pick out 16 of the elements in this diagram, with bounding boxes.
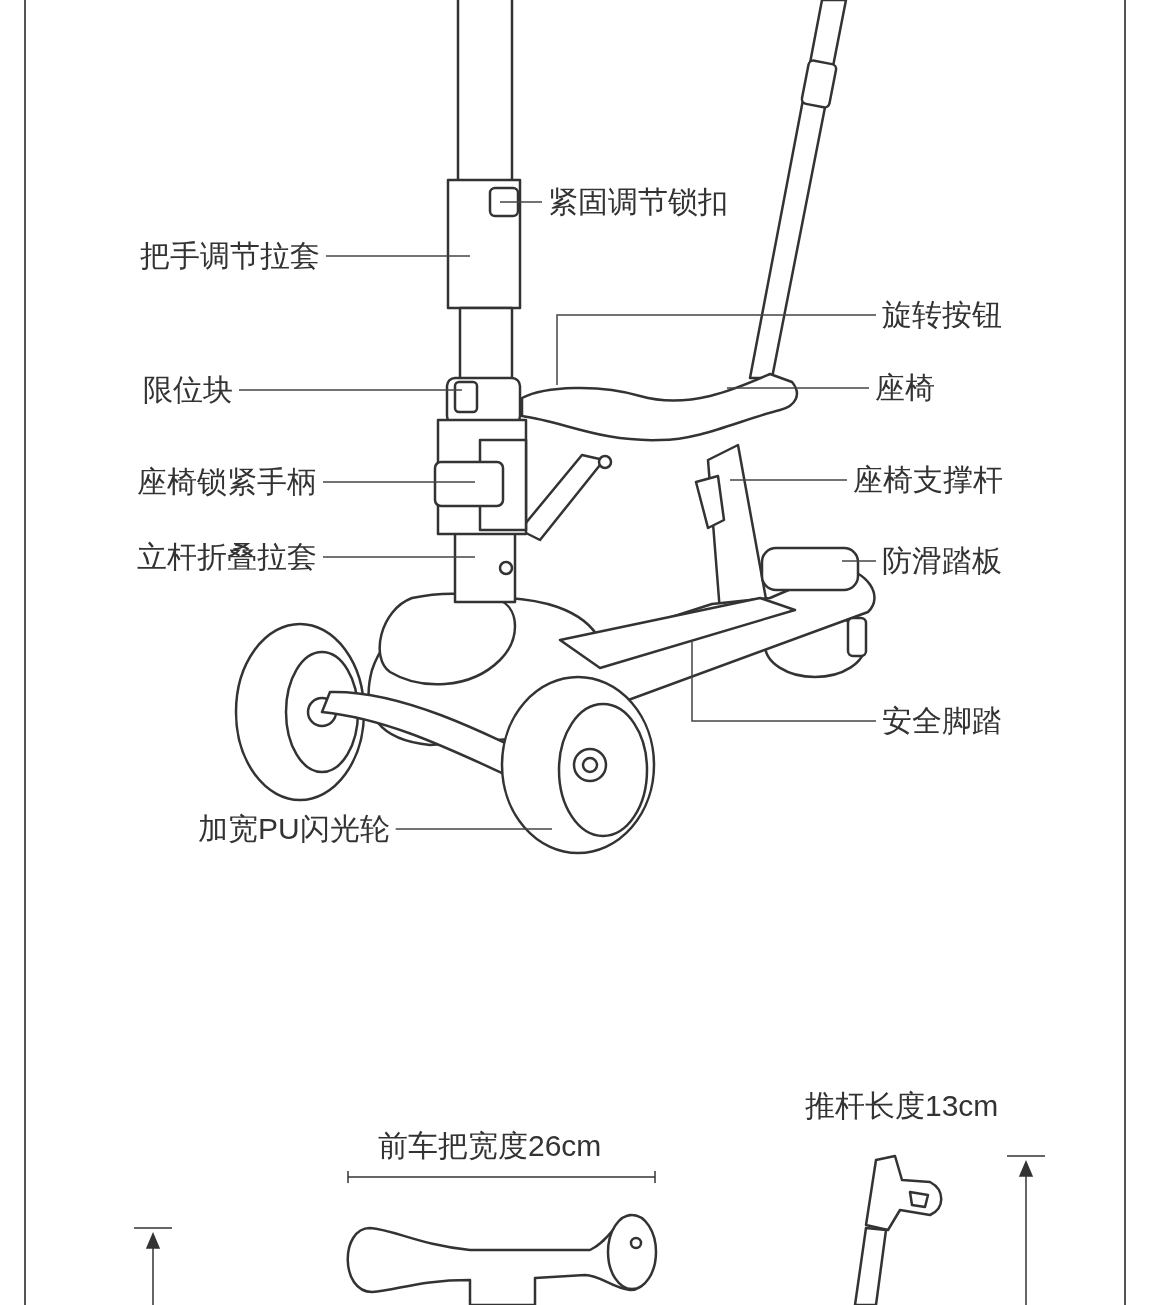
part-label: 紧固调节锁扣 (548, 184, 728, 220)
leader-line (325, 255, 471, 257)
leader-line (556, 314, 877, 386)
part-label: 旋转按钮 (882, 297, 1002, 333)
dimension-label: 前车把宽度26cm (378, 1128, 602, 1164)
part-label: 安全脚踏 (882, 703, 1002, 739)
leader-line (394, 828, 553, 830)
leader-line (238, 389, 463, 391)
leader-line (322, 481, 476, 483)
part-label: 加宽PU闪光轮 (198, 811, 390, 847)
leader-line (726, 387, 870, 389)
part-label: 座椅锁紧手柄 (137, 464, 317, 500)
leader-line (691, 639, 877, 722)
leader-line (729, 479, 848, 481)
leader-line (322, 556, 476, 558)
leader-line (499, 201, 543, 203)
